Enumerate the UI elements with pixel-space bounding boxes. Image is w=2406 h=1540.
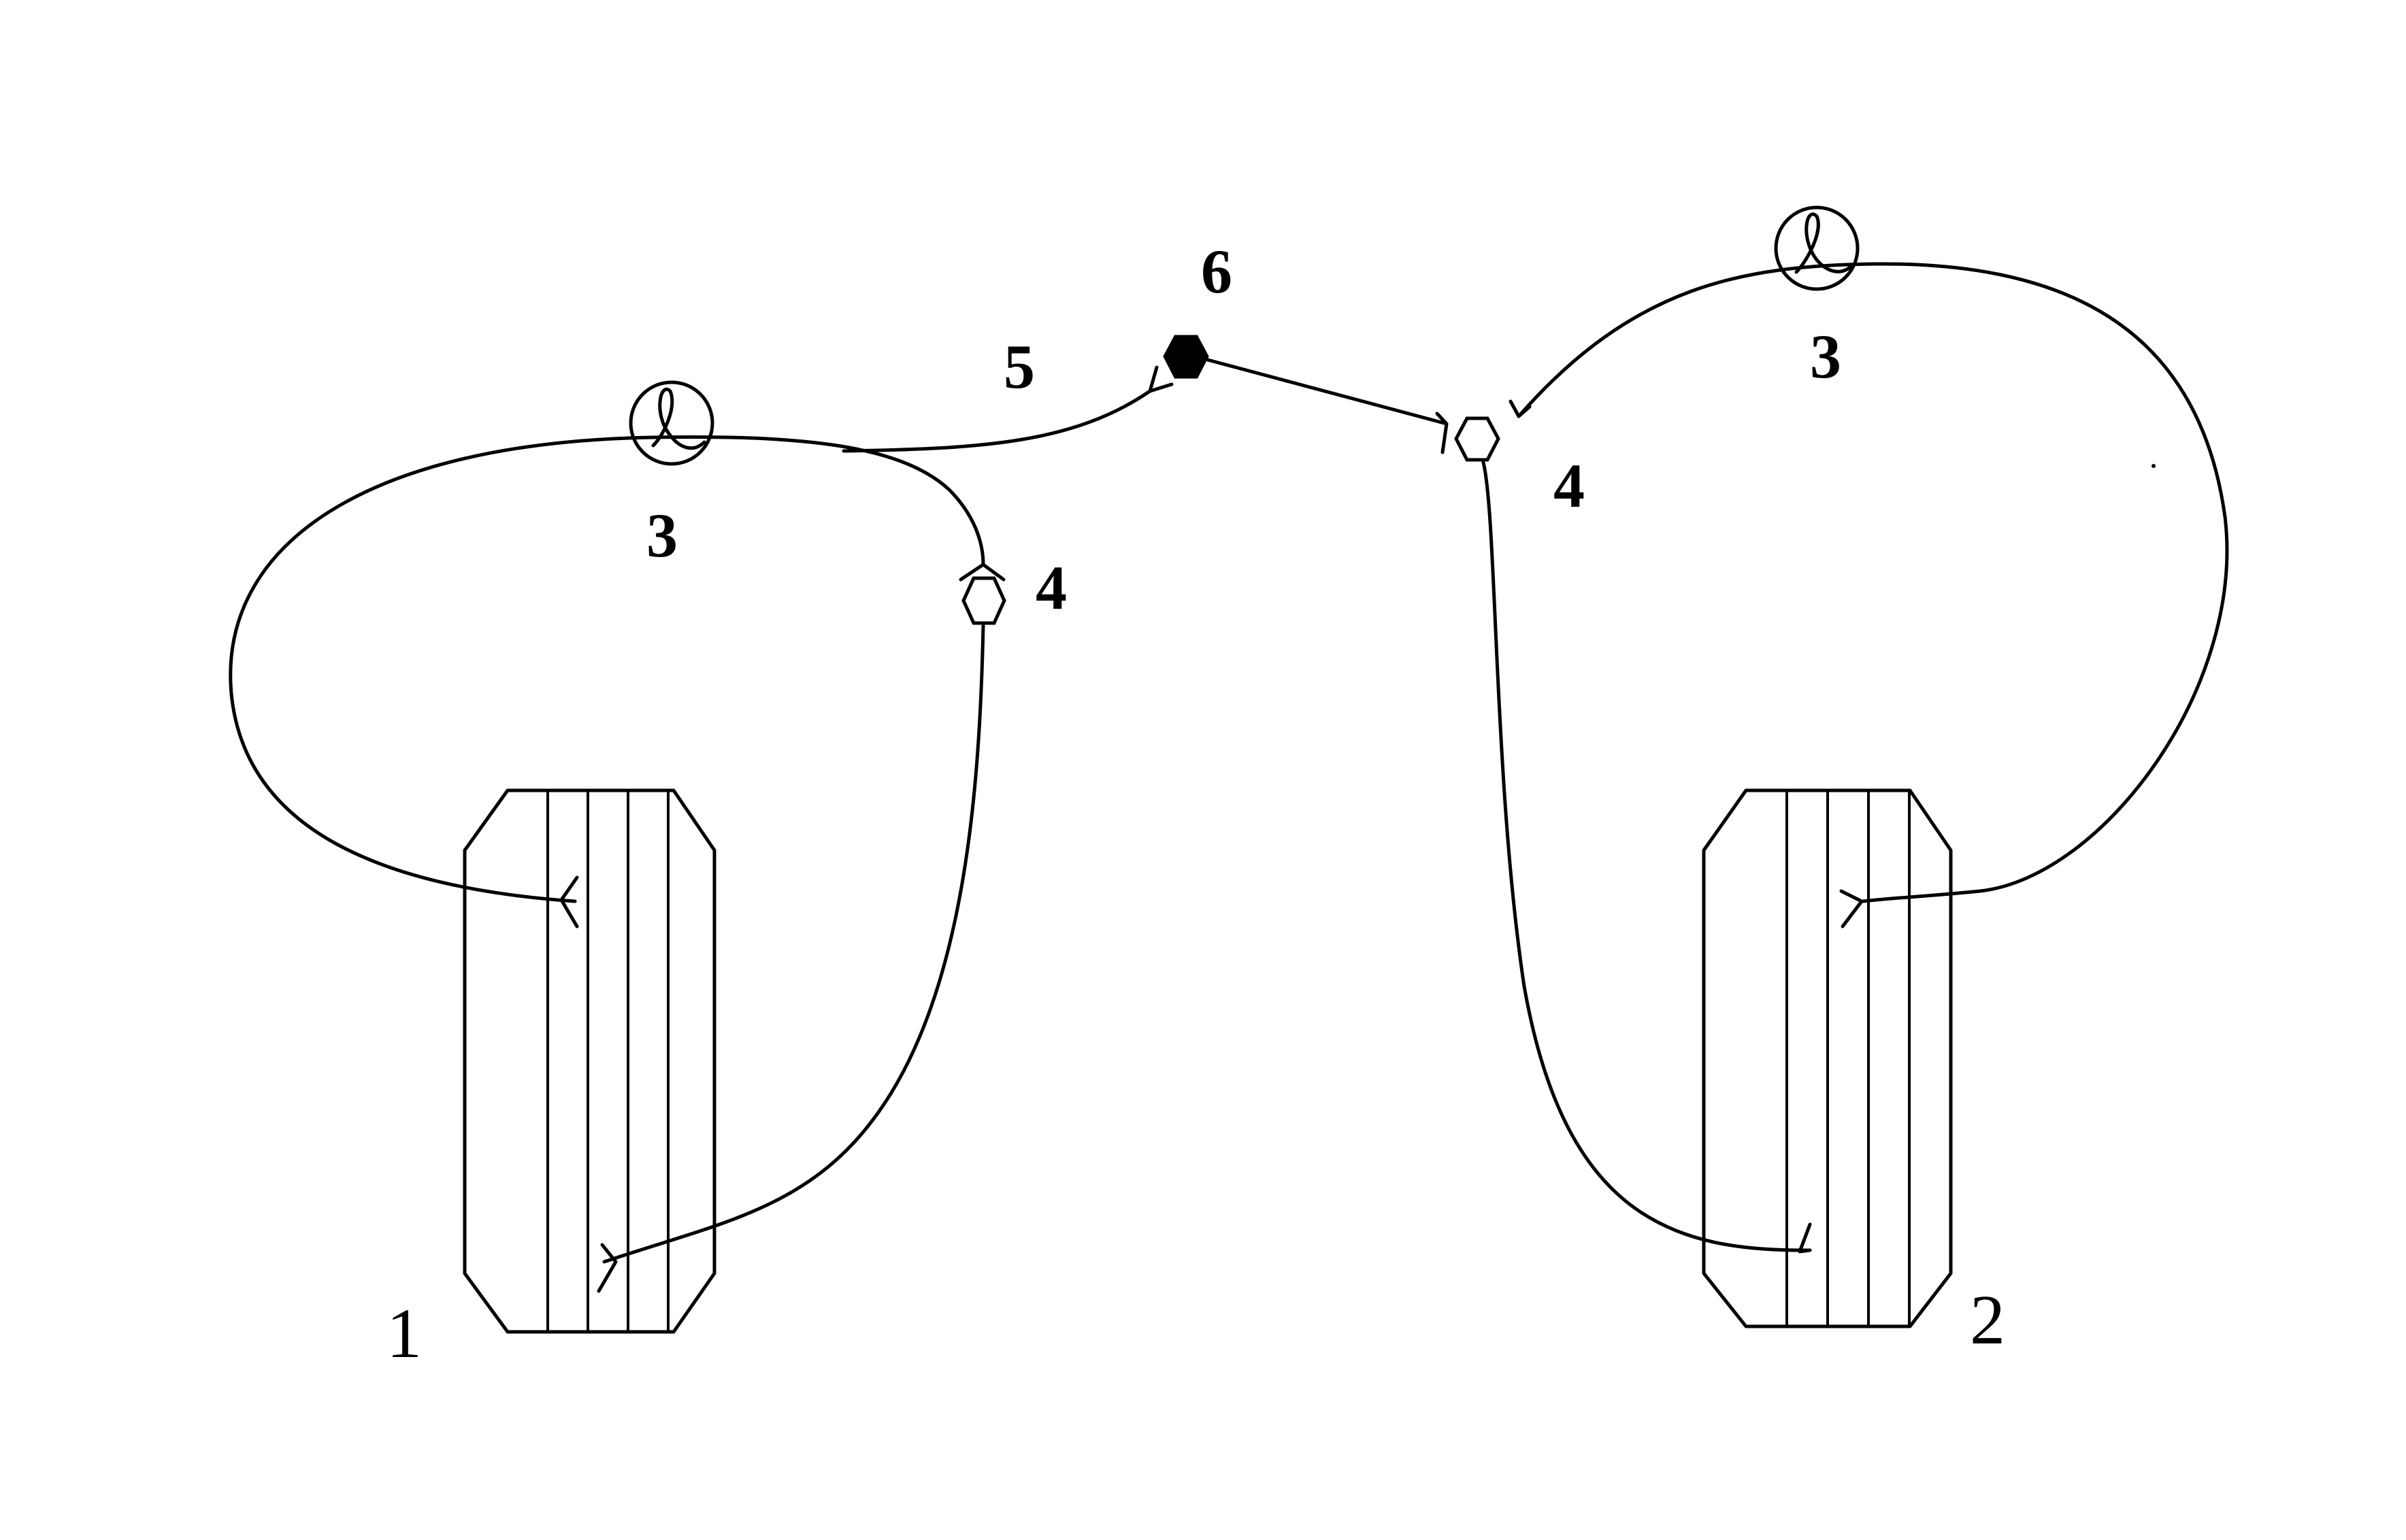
particle-2 — [1702, 788, 1953, 1328]
label-particle-2: 2 — [1970, 1281, 2005, 1359]
right-descending-strand — [1481, 461, 1812, 1252]
fork-right-4-a — [1435, 412, 1449, 454]
label-node-6: 6 — [1201, 237, 1232, 306]
strand-end-arrow-left-upper — [559, 875, 579, 928]
strand-end-hook-right-lower — [1798, 1222, 1812, 1254]
fork-right-4-b — [1509, 399, 1532, 418]
speck-dot — [2152, 464, 2156, 468]
label-particle-1: 1 — [386, 1294, 422, 1373]
strand-end-arrow-left-lower — [597, 1243, 618, 1293]
right-loop-strand — [1517, 262, 2229, 903]
fork-left-4 — [959, 563, 1006, 582]
loop-circle-right-3 — [1774, 205, 1860, 291]
particle-1-outline — [463, 788, 716, 1334]
linker-6-strand — [1196, 355, 1449, 426]
label-linker-5: 5 — [1004, 332, 1035, 401]
hexagon-node-6-solid — [1163, 335, 1209, 379]
left-descending-strand — [602, 624, 985, 1264]
fork-linker-5 — [1148, 365, 1174, 393]
label-loop-3-right: 3 — [1810, 322, 1841, 391]
loop-circle-left-3 — [629, 380, 714, 466]
left-loop-strand — [229, 435, 985, 903]
particle-1 — [463, 788, 716, 1334]
label-loop-3-left: 3 — [646, 501, 678, 570]
label-node-4-left: 4 — [1036, 553, 1067, 622]
hexagon-node-left-4 — [961, 576, 1006, 625]
hexagon-node-right-4 — [1454, 416, 1500, 462]
linker-5-strand — [842, 389, 1152, 453]
label-node-4-right: 4 — [1553, 451, 1585, 520]
strand-end-arrow-right-upper — [1839, 889, 1864, 928]
